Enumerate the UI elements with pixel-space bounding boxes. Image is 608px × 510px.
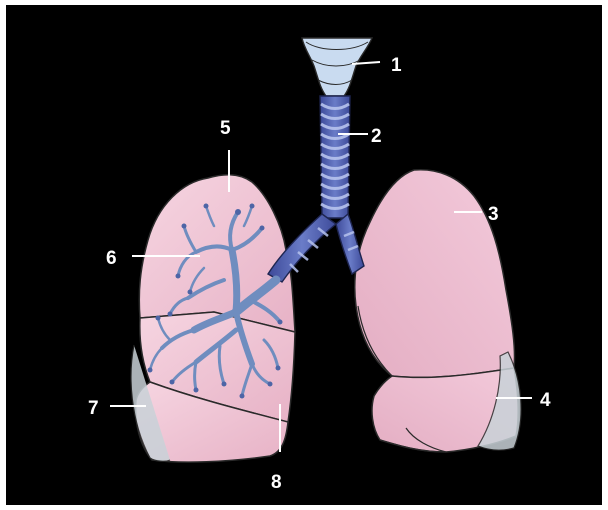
label-7: 7 xyxy=(88,398,99,419)
left-main-bronchus xyxy=(336,214,364,274)
left-lung-upper-lobe xyxy=(355,170,515,378)
trachea xyxy=(268,96,364,282)
label-3: 3 xyxy=(488,204,499,225)
label-5: 5 xyxy=(220,118,231,139)
lung-anatomy-diagram: 1 2 3 4 5 6 7 8 xyxy=(6,5,602,505)
label-6: 6 xyxy=(106,248,117,269)
lung-diagram-frame: 1 2 3 4 5 6 7 8 xyxy=(6,5,602,505)
label-1: 1 xyxy=(391,55,402,76)
label-4: 4 xyxy=(540,390,551,411)
label-8: 8 xyxy=(271,472,282,493)
right-lung-upper-lobe xyxy=(139,175,295,332)
larynx xyxy=(302,38,372,96)
label-2: 2 xyxy=(371,126,382,147)
